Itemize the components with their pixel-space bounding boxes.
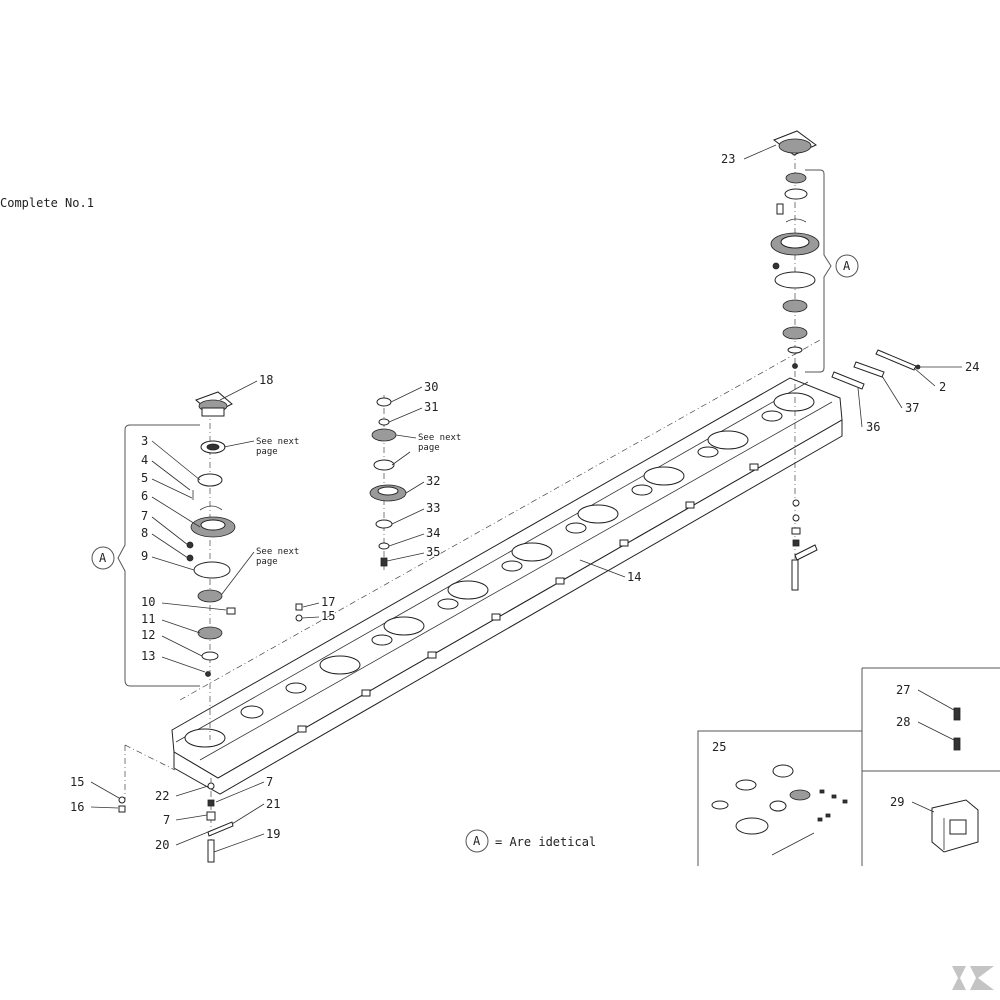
part-27-bottle: [953, 707, 961, 721]
see-next-page-1a: See next: [256, 437, 299, 447]
callouts: 18 3 4 5 6 7 8 9 10 11 12 13 See next pa…: [70, 144, 979, 853]
callout-35: 35: [426, 545, 440, 559]
svg-text:A: A: [473, 834, 481, 848]
callout-30: 30: [424, 380, 438, 394]
callout-7: 7: [141, 509, 148, 523]
legend-text: = Are idetical: [495, 835, 596, 849]
callout-23: 23: [721, 152, 735, 166]
callout-33: 33: [426, 501, 440, 515]
callout-7-right: 7: [266, 775, 273, 789]
center-assembly: [369, 395, 407, 570]
kit-boxes: [697, 667, 1000, 866]
brand-logo: [952, 966, 994, 990]
callout-10: 10: [141, 595, 155, 609]
legend-note: A = Are idetical: [465, 829, 596, 853]
callout-11: 11: [141, 612, 155, 626]
left-assembly: A: [91, 391, 236, 740]
group-a-marker-left: [91, 546, 115, 570]
callout-9: 9: [141, 549, 148, 563]
callout-31: 31: [424, 400, 438, 414]
callout-25: 25: [712, 740, 726, 754]
callout-15-top: 15: [321, 609, 335, 623]
see-next-page-2a: See next: [256, 547, 299, 557]
callout-20: 20: [155, 838, 169, 852]
legend-marker-a: [465, 829, 489, 853]
callout-32: 32: [426, 474, 440, 488]
callout-5: 5: [141, 471, 148, 485]
see-next-page-3a: See next: [418, 433, 461, 443]
part-29-canister: [931, 799, 979, 853]
callout-22: 22: [155, 789, 169, 803]
cutter-bar-holes: [184, 392, 815, 748]
part-28-bottle: [953, 737, 961, 751]
callout-37: 37: [905, 401, 919, 415]
pins-group: [831, 349, 921, 390]
see-next-page-2b: page: [256, 557, 278, 567]
right-assembly: A: [770, 130, 859, 591]
svg-text:A: A: [843, 259, 851, 273]
svg-text:A: A: [99, 551, 107, 565]
callout-34: 34: [426, 526, 440, 540]
part-18-housing: [195, 391, 233, 417]
callout-29: 29: [890, 795, 904, 809]
callout-14: 14: [627, 570, 641, 584]
callout-2: 2: [939, 380, 946, 394]
callout-15: 15: [70, 775, 84, 789]
lower-left-parts: [118, 603, 303, 863]
part-23-housing: [772, 130, 817, 156]
callout-28: 28: [896, 715, 910, 729]
callout-6: 6: [141, 489, 148, 503]
callout-4: 4: [141, 453, 148, 467]
callout-17: 17: [321, 595, 335, 609]
callout-13: 13: [141, 649, 155, 663]
cutter-bar-tabs: [297, 463, 759, 733]
callout-16: 16: [70, 800, 84, 814]
callout-24: 24: [965, 360, 979, 374]
callout-3: 3: [141, 434, 148, 448]
callout-36: 36: [866, 420, 880, 434]
callout-19: 19: [266, 827, 280, 841]
see-next-page-3b: page: [418, 443, 440, 453]
see-next-page-1b: page: [256, 447, 278, 457]
diagram-title: Complete No.1: [0, 196, 94, 210]
cutter-bar: [171, 339, 843, 795]
callout-8: 8: [141, 526, 148, 540]
kit-25-parts: [711, 764, 848, 856]
callout-18: 18: [259, 373, 273, 387]
callout-7-lower: 7: [163, 813, 170, 827]
callout-27: 27: [896, 683, 910, 697]
callout-12: 12: [141, 628, 155, 642]
callout-21: 21: [266, 797, 280, 811]
group-a-marker-right: [835, 254, 859, 278]
